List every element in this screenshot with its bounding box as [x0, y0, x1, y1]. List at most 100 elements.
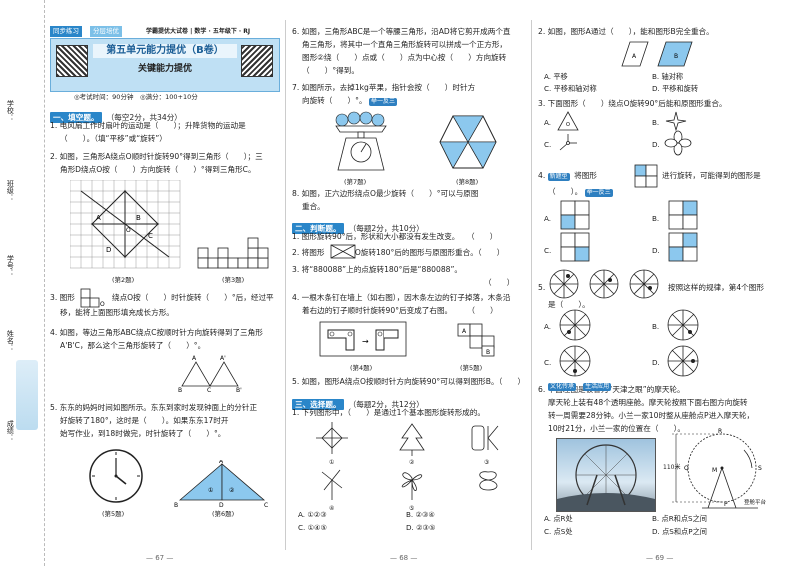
svg-text:B: B [674, 53, 678, 60]
svg-text:O: O [100, 301, 105, 308]
choice-3-option-b[interactable]: B. [652, 118, 660, 127]
choice-1-option-c[interactable]: C. ①④⑤ [298, 523, 327, 532]
judge-4-line1: 4. 一根木条钉在墙上（如右图），因木条左边的钉子掉落，木条沿 [292, 293, 511, 302]
svg-text:C: C [264, 502, 268, 508]
choice-4-text-a: 将图形 [574, 171, 597, 180]
svg-text:A: A [462, 328, 467, 335]
choice-6-option-c[interactable]: C. 点S处 [544, 527, 573, 536]
q6-line4: （ ）°得到。 [302, 66, 359, 75]
q3-line2: 移，能将上面图形填充成长方形。 [60, 308, 174, 317]
ferris-platform-label: 登舱平台 [744, 500, 767, 506]
fig3-caption: (第3题) [222, 276, 245, 284]
ferris-height-label: 110米 [663, 464, 681, 471]
column-1: 同步练习 分层培优 学霸提优大试卷 | 数学 · 五年级下 · RJ 第五单元能… [46, 0, 282, 566]
choice-2: 2. 如图，图形A通过（ ），能和图形B完全重合。 [538, 27, 714, 36]
ferris-wheel-photo [556, 438, 656, 512]
binding-strip: 学校： 班级： 学号： 姓名： 成绩： [0, 0, 45, 566]
svg-text:②: ② [229, 487, 235, 494]
choice-5-number: 5. [538, 283, 546, 292]
svg-text:B: B [136, 214, 141, 222]
choice-3-option-d[interactable]: D. [652, 140, 660, 149]
choice-1-option-a[interactable]: A. ①②③ [298, 510, 327, 519]
q7-line2-text: 向旋转（ ）°。 [302, 96, 367, 105]
q7-scale-figure [335, 111, 387, 171]
choice-3-option-c[interactable]: C. [544, 140, 552, 149]
choice-4-option-b[interactable]: B. [652, 214, 660, 223]
choice-2-option-d[interactable]: D. 平移和旋转 [652, 84, 699, 93]
choice-5-sequence [549, 269, 659, 299]
choice-4-option-d[interactable]: D. [652, 246, 660, 255]
choice-4-option-c[interactable]: C. [544, 246, 552, 255]
svg-text:A': A' [220, 355, 226, 362]
q5-line1: 5. 东东的妈妈时间如图所示。东东到家时发现钟面上的分针正 [50, 403, 258, 412]
choice-6-life-tag: 生活应用 [583, 383, 612, 391]
choice-5-option-b[interactable]: B. [652, 322, 660, 331]
choice-4-text-b: 进行旋转，可能得到的图形是 [662, 171, 761, 180]
choice-4-line2: （ ）。 举一反三 [548, 186, 615, 197]
choice-6-option-b[interactable]: B. 点R和点S之间 [652, 514, 707, 523]
choice-4-blank: （ ）。 [548, 187, 583, 196]
choice-5-option-d[interactable]: D. [652, 358, 660, 367]
section-2-title: 二、判断题。 [292, 223, 344, 234]
fig5b-caption: (第5题) [460, 364, 483, 372]
judge-4-figure: → [319, 321, 407, 357]
choice-2-option-b[interactable]: B. 轴对称 [652, 72, 684, 81]
svg-text:→: → [362, 337, 369, 346]
choice-2-option-c[interactable]: C. 平移和轴对称 [544, 84, 597, 93]
choice-5-option-a[interactable]: A. [544, 322, 552, 331]
choice-2-option-a[interactable]: A. 平移 [544, 72, 568, 81]
judge-1: 1. 图形旋转90°后，形状和大小都没有发生改变。 （ ） [292, 232, 498, 241]
choice-4-shape [634, 164, 658, 188]
header-tabs: 同步练习 分层培优 [50, 26, 150, 37]
q4-line1: 4. 如图，等边三角形ABC绕点C按顺时针方向旋转得到了三角形 [50, 328, 263, 337]
judge-5: 5. 如图，图形A绕点O按顺时针方向旋转90°可以得到图形B。（ ） [292, 377, 526, 386]
unit-subtitle: 关键能力提优 [137, 64, 192, 74]
choice-4-new-tag: 新题型 [547, 173, 570, 181]
section-3-header: 三、选择题。 （每题2分，共12分） [292, 392, 424, 411]
exam-meta: ◎考试时间：90分钟 ◎满分：100+10分 [74, 93, 198, 101]
choice-1: 1. 下列图形中，（ ）是通过1个基本图形旋转形成的。 [292, 408, 485, 417]
choice-6-option-a[interactable]: A. 点R处 [544, 514, 573, 523]
section-3-note: （每题2分，共12分） [348, 400, 424, 409]
judge-3-paren: （ ） [484, 278, 515, 287]
choice-4-line1: 4. 新题型 将图形 [538, 170, 597, 181]
page-number-68: — 68 — [390, 554, 418, 562]
section-2-header: 二、判断题。 （每题2分，共10分） [292, 216, 424, 235]
tab-tier: 分层培优 [90, 26, 122, 37]
q6-triangle-figure: A B D C ① ② [174, 460, 268, 508]
q5-line3: 始写作业，到18时做完，时针旋转了（ ）°。 [60, 429, 226, 438]
fig7-caption: (第7题) [344, 178, 367, 186]
svg-text:S: S [758, 465, 762, 472]
svg-text:③: ③ [484, 459, 489, 466]
svg-text:C: C [207, 387, 211, 392]
q3-shape-figure [197, 237, 269, 269]
svg-text:B: B [486, 349, 490, 356]
section-1-title: 一、填空题。 [50, 112, 102, 123]
q4-triangle-figure: A A' B C B' [178, 355, 242, 392]
svg-text:C: C [148, 232, 153, 240]
svg-text:②: ② [409, 459, 415, 466]
choice-1-option-d[interactable]: D. ②③⑤ [406, 523, 436, 532]
binding-decoration [16, 360, 38, 430]
choice-5-option-c[interactable]: C. [544, 358, 552, 367]
choice-6-option-d[interactable]: D. 点S和点P之间 [652, 527, 707, 536]
section-3-title: 三、选择题。 [292, 399, 344, 410]
choice-1-option-b[interactable]: B. ②③④ [406, 510, 435, 519]
choice-5-shape-a [559, 309, 591, 341]
choice-5-shape-c [559, 345, 591, 377]
choice-4-option-a[interactable]: A. [544, 214, 552, 223]
judge-2: 2. 将图形 绕点O旋转180°后的图形与原图形重合。（ ） [292, 248, 505, 257]
choice-6-line1: 6. 下面左图是被誉为“天津之眼”的摩天轮。 [538, 384, 685, 395]
choice-3: 3. 下面图形（ ）绕点O旋转90°后能和原图形重合。 [538, 99, 727, 108]
choice-3-option-a[interactable]: A. [544, 118, 552, 127]
choice-3-shape-d [664, 130, 692, 156]
choice-5-shape-d [667, 345, 699, 377]
q8-line2: 重合。 [302, 202, 325, 211]
choice-6-culture-tag: 文化传承 [548, 383, 577, 391]
fig5-caption: (第5题) [102, 510, 125, 518]
judge-2-shape [330, 244, 356, 259]
choice-6-line3: 转一周需要28分钟。小兰一家10时整从座舱点P进入摩天轮， [548, 411, 755, 420]
choice-4-tag: 举一反三 [584, 189, 613, 197]
